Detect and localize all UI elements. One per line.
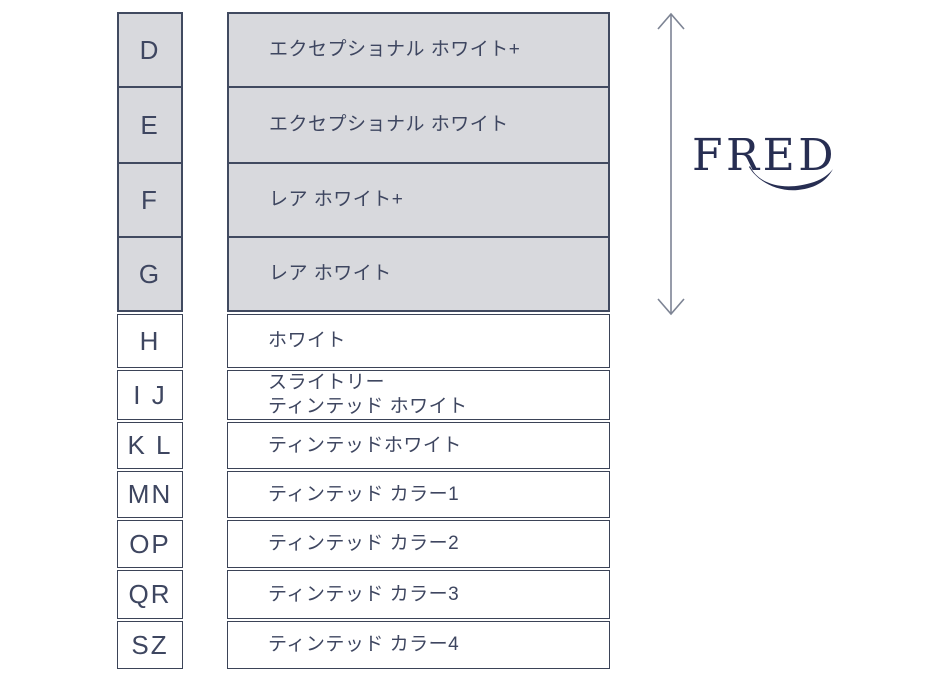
label-cell-H: ホワイト xyxy=(227,314,610,368)
fred-logo-swash xyxy=(749,166,833,191)
grade-cell-H: H xyxy=(117,314,183,368)
label-text: エクセプショナル ホワイト+ xyxy=(269,39,521,60)
label-cell-MN: ティンテッド カラー1 xyxy=(227,471,610,518)
label-cell-D: エクセプショナル ホワイト+ xyxy=(227,12,610,88)
grade-cell-D: D xyxy=(117,12,183,88)
label-text: ティンテッド カラー2 xyxy=(268,533,460,554)
label-cell-OP: ティンテッド カラー2 xyxy=(227,520,610,568)
label-text: ティンテッド カラー4 xyxy=(268,634,460,655)
label-text: エクセプショナル ホワイト xyxy=(269,114,509,135)
grade-range-arrow xyxy=(657,12,685,316)
grade-cell-OP: OP xyxy=(117,520,183,568)
label-text: スライトリー xyxy=(268,372,386,393)
grade-cell-MN: MN xyxy=(117,471,183,518)
fred-logo-text: FRED xyxy=(692,130,837,181)
label-text: ティンテッド カラー3 xyxy=(268,583,460,605)
label-cell-E: エクセプショナル ホワイト xyxy=(227,86,610,164)
label-cell-KL: ティンテッドホワイト xyxy=(227,422,610,469)
grade-cell-E: E xyxy=(117,86,183,164)
label-text: ティンテッド ホワイト xyxy=(268,396,468,417)
grade-cell-G: G xyxy=(117,236,183,312)
label-text: レア ホワイト+ xyxy=(269,189,404,210)
label-text: ホワイト xyxy=(268,330,347,351)
grade-cell-IJ: I J xyxy=(117,370,183,420)
grade-cell-SZ: SZ xyxy=(117,621,183,669)
grade-cell-KL: K L xyxy=(117,422,183,469)
label-column: エクセプショナル ホワイト+ エクセプショナル ホワイトレア ホワイト+ レア ホワ… xyxy=(227,0,610,678)
label-text: レア ホワイト xyxy=(269,263,392,284)
grade-cell-F: F xyxy=(117,162,183,238)
label-cell-QR: ティンテッド カラー3 xyxy=(227,570,610,619)
fred-logo: FRED xyxy=(692,130,837,191)
label-cell-IJ: スライトリーティンテッド ホワイト xyxy=(227,370,610,420)
label-cell-SZ: ティンテッド カラー4 xyxy=(227,621,610,669)
label-text: ティンテッド カラー1 xyxy=(268,483,460,505)
label-text: ティンテッドホワイト xyxy=(268,434,462,456)
label-cell-G: レア ホワイト xyxy=(227,236,610,312)
label-cell-F: レア ホワイト+ xyxy=(227,162,610,238)
grade-cell-QR: QR xyxy=(117,570,183,619)
